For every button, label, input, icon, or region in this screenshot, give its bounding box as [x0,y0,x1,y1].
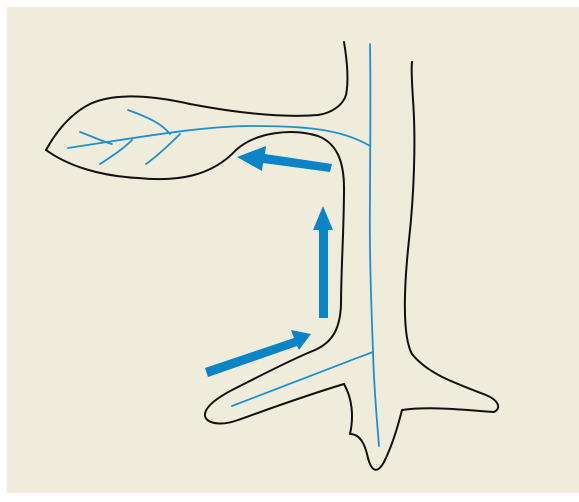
diagram-panel [7,7,579,493]
diagram-background [7,7,579,493]
plant-transport-diagram [7,7,579,493]
